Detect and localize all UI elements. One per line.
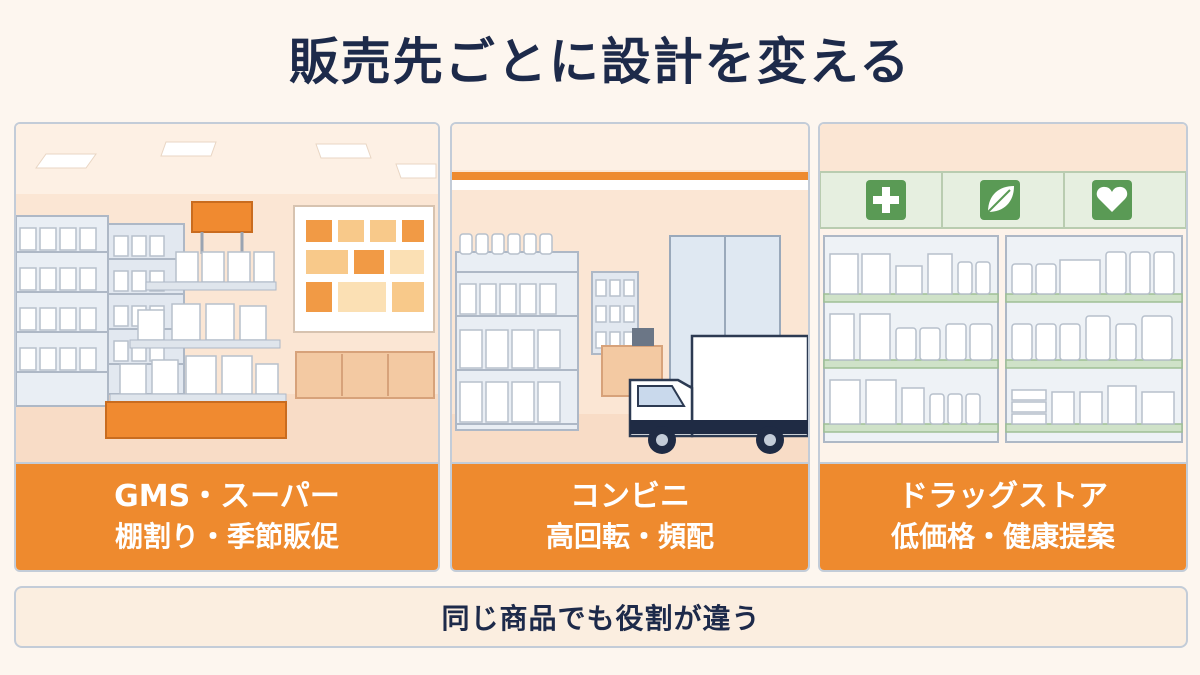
panel-convenience: コンビニ 高回転・頻配 xyxy=(450,122,810,572)
page-title: 販売先ごとに設計を変える xyxy=(288,33,912,91)
drugstore-illustration xyxy=(820,124,1186,466)
label-drugstore: ドラッグストア 低価格・健康提案 xyxy=(820,462,1186,570)
channel-name: ドラッグストア xyxy=(898,479,1108,514)
channel-role: 低価格・健康提案 xyxy=(890,520,1115,553)
supermarket-illustration xyxy=(16,124,438,466)
panel-gms: GMS・スーパー 棚割り・季節販促 xyxy=(14,122,440,572)
leaf-icon xyxy=(980,180,1020,220)
label-gms: GMS・スーパー 棚割り・季節販促 xyxy=(16,462,438,570)
channel-name: コンビニ xyxy=(570,479,690,514)
summary-banner: 同じ商品でも役割が違う xyxy=(14,586,1188,648)
cross-icon xyxy=(866,180,906,220)
channel-name: GMS・スーパー xyxy=(114,479,340,514)
convenience-store-illustration xyxy=(452,124,808,466)
label-convenience: コンビニ 高回転・頻配 xyxy=(452,462,808,570)
channel-role: 高回転・頻配 xyxy=(545,520,714,553)
panel-drugstore: ドラッグストア 低価格・健康提案 xyxy=(818,122,1188,572)
heart-icon xyxy=(1092,180,1132,220)
channel-role: 棚割り・季節販促 xyxy=(114,520,339,553)
